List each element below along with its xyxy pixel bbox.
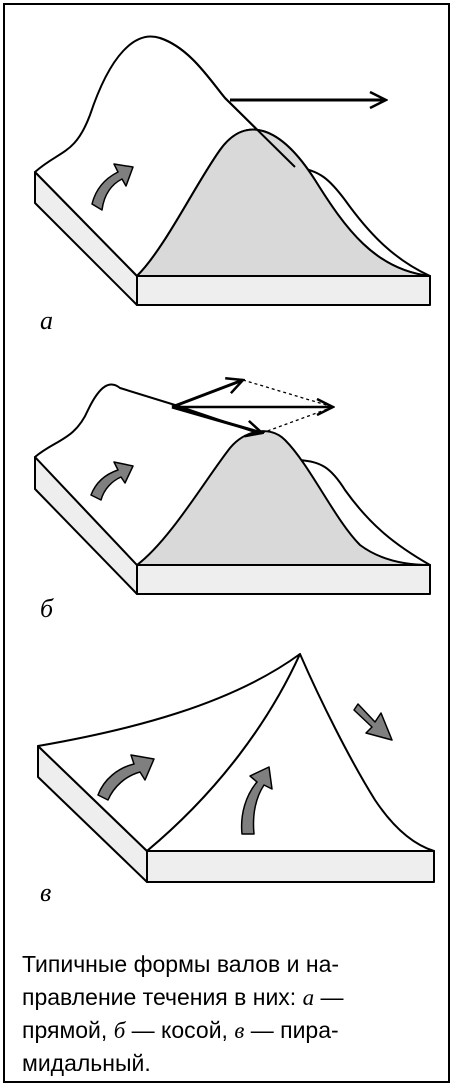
panel-c-label: в [40,878,52,907]
panel-c-front-face [146,850,435,883]
caption-line-4: мидальный. [22,1050,151,1076]
caption-ref-a: а [302,985,315,1010]
caption-ref-c: в [234,1018,245,1043]
caption-line-1: Типичные формы валов и на- [22,951,340,977]
panel-c-flow-arrow-left [97,754,155,801]
caption-line-3: прямой, б — косой, в — пира- [22,1017,339,1043]
panel-a-flow-arrow [91,163,134,211]
panel-c-flow-arrow-down [353,703,393,741]
caption-ref-b: б [113,1018,126,1043]
panel-b-label: б [40,594,54,623]
panel-b-dotted-guide-2 [261,406,334,434]
panel-a-label: а [40,306,53,335]
panel-b-flow-arrow [90,461,134,501]
panel-b-dotted-guide-1 [242,379,334,408]
panel-b-ridge-front-face [136,430,431,566]
panel-a-crest-line [159,37,296,168]
panel-c-right-slope [146,653,435,852]
panel-c-flow-arrow-up [240,766,273,835]
panel-c-pyramid [37,653,435,883]
panel-a-front-face [137,129,430,305]
panel-b-velocity-2 [171,405,262,433]
panel-b-velocity-1 [171,380,243,409]
panel-a-straight-ridge [34,35,431,306]
panel-b-oblique-ridge [34,383,431,595]
figure-caption: Типичные формы валов и на- правление теч… [22,948,438,1080]
caption-line-2: правление течения в них: а — [22,984,344,1010]
